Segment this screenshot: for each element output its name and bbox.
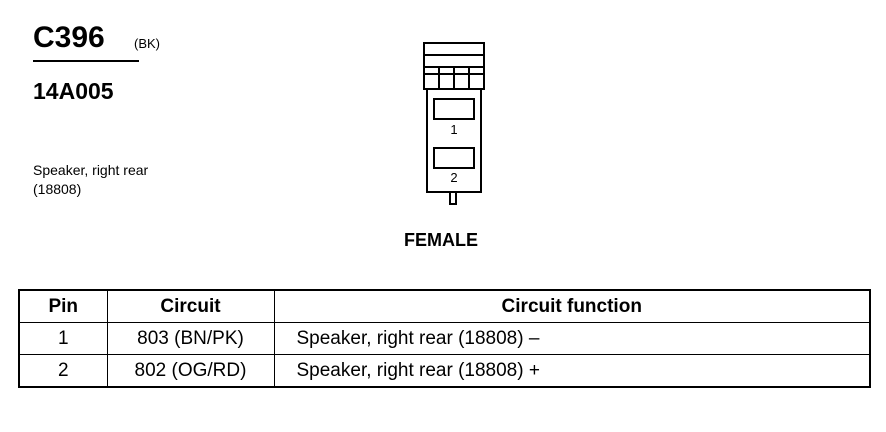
cell-circuit: 802 (OG/RD): [106, 354, 275, 388]
description-line-2: (18808): [33, 181, 82, 197]
pin-label-1: 1: [450, 122, 457, 137]
cell-pin: 2: [18, 354, 108, 388]
connector-id: C396: [33, 21, 105, 54]
connector-latch-tab: [449, 191, 457, 205]
connector-housing-top: [423, 42, 485, 90]
header-circuit-function: Circuit function: [273, 289, 871, 323]
connector-gender-label: FEMALE: [404, 230, 478, 250]
cell-circuit-function: Speaker, right rear (18808) –: [273, 322, 871, 355]
header-pin: Pin: [18, 289, 108, 323]
connector-color: (BK): [134, 36, 160, 51]
part-number: 14A005: [33, 78, 114, 104]
connector-description: Speaker, right rear (18808): [33, 161, 148, 199]
table-row: 2 802 (OG/RD) Speaker, right rear (18808…: [18, 354, 871, 388]
pin-cavity-2: [433, 147, 475, 169]
description-line-1: Speaker, right rear: [33, 162, 149, 178]
connector-face-diagram: 1 2: [423, 42, 485, 205]
cell-circuit-function: Speaker, right rear (18808) +: [273, 354, 871, 388]
header-circuit: Circuit: [106, 289, 275, 323]
table-row: 1 803 (BN/PK) Speaker, right rear (18808…: [18, 322, 871, 355]
table-header-row: Pin Circuit Circuit function: [18, 289, 871, 323]
pin-cavity-1: [433, 98, 475, 120]
cell-pin: 1: [18, 322, 108, 355]
pin-label-2: 2: [450, 170, 457, 185]
pinout-table: Pin Circuit Circuit function 1 803 (BN/P…: [18, 289, 871, 388]
connector-id-underline: [33, 60, 139, 62]
cell-circuit: 803 (BN/PK): [106, 322, 275, 355]
